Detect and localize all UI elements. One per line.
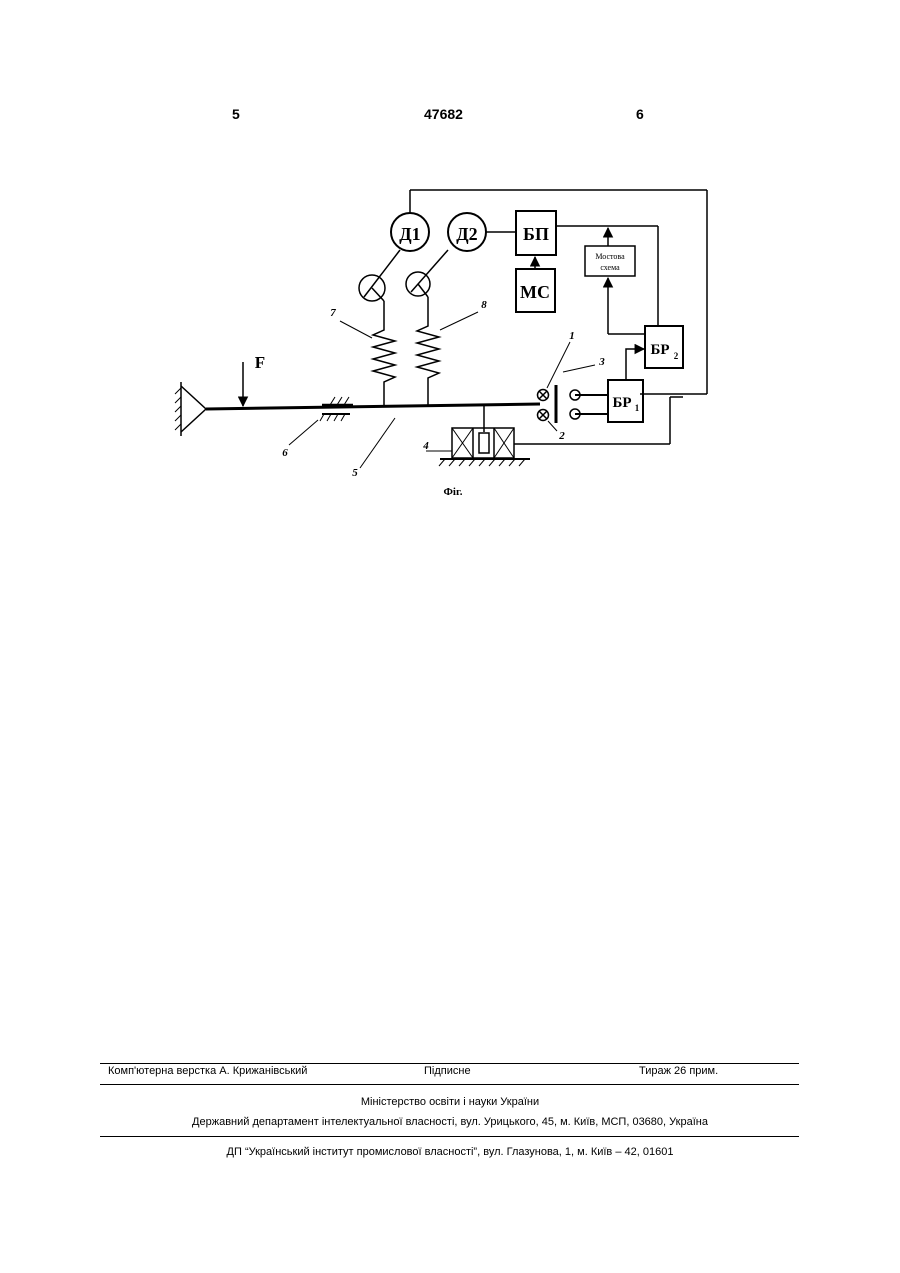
footer-department: Державний департамент інтелектуальної вл… (0, 1116, 900, 1128)
number-3: 3 (598, 356, 605, 368)
beam (206, 404, 540, 409)
number-1: 1 (569, 330, 575, 342)
bridge-label-line1: Мостова (595, 252, 625, 261)
d2-label: Д2 (456, 224, 477, 244)
wall-hatch (175, 388, 181, 430)
number-6: 6 (282, 447, 288, 459)
br1-label: БР (612, 395, 631, 411)
force-label: F (255, 353, 265, 372)
footer-signed: Підписне (424, 1065, 471, 1077)
ms-label: МС (520, 282, 550, 302)
number-2: 2 (558, 430, 565, 442)
number-7: 7 (330, 307, 336, 319)
number-8: 8 (481, 299, 487, 311)
spring-8 (417, 318, 439, 406)
footer-rule-top (100, 1063, 799, 1064)
schematic-figure: F Д1 Д2 БП МС Мостова схема БР 2 БР 1 7 … (0, 0, 900, 520)
footer-institute: ДП “Український інститут промислової вла… (0, 1146, 900, 1158)
bp-label: БП (523, 224, 549, 244)
footer-ministry: Міністерство освіти і науки України (0, 1096, 900, 1108)
br2-label: БР (650, 342, 669, 358)
number-5: 5 (352, 467, 358, 479)
footer-rule-bottom (100, 1136, 799, 1137)
bridge-label-line2: схема (600, 263, 620, 272)
footer-rule-middle (100, 1084, 799, 1085)
footer-typesetting: Комп'ютерна верстка А. Крижанівський (108, 1065, 307, 1077)
br1-subscript: 1 (635, 403, 640, 413)
footer-circulation: Тираж 26 прим. (639, 1065, 718, 1077)
spring-7 (373, 322, 395, 407)
number-4: 4 (422, 440, 429, 452)
figure-caption: Фіг. (443, 486, 462, 498)
br2-subscript: 2 (674, 351, 679, 361)
d1-label: Д1 (399, 224, 420, 244)
hinge-bracket (181, 386, 206, 432)
